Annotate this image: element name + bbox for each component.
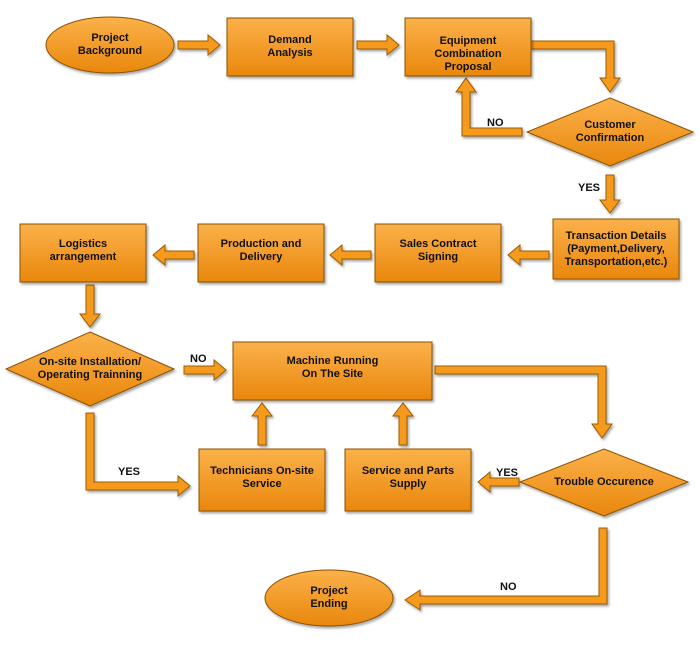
edge-label-no-installation: NO [190,353,207,365]
arrow-production-to-logistics [152,243,195,267]
label-onsite-installation: On-site Installation/ Operating Trainnin… [37,356,143,381]
arrow-equipment-to-confirmation [530,40,621,93]
node-technicians [198,448,326,512]
arrow-service-to-machine [391,402,415,446]
node-customer-confirmation [525,97,695,167]
label-transaction-details: Transaction Details (Payment,Delivery, T… [564,229,668,268]
label-equipment-combination: Equipment Combination Proposal [434,35,502,73]
arrow-sales-to-production [329,243,372,267]
arrow-confirmation-no-to-equipment [455,77,523,137]
label-demand-analysis: Demand Analysis [267,34,313,59]
node-onsite-installation [4,331,176,407]
edge-label-no-confirmation: NO [487,117,504,129]
edge-label-yes-confirmation: YES [578,182,601,194]
arrow-confirmation-yes-to-transaction [598,174,622,214]
edge-label-yes-installation: YES [118,466,141,478]
arrow-background-to-demand [177,33,221,57]
node-machine-running [232,341,433,401]
label-customer-confirmation: Customer Confirmation [575,119,645,144]
label-project-ending: Project Ending [310,585,348,610]
label-logistics: Logistics arrangement [49,238,117,263]
label-production-delivery: Production and Delivery [220,238,302,263]
label-technicians: Technicians On-site Service [210,465,314,490]
node-service-parts [344,448,472,512]
node-demand-analysis [226,17,354,77]
node-project-background [45,16,175,74]
node-production-delivery [197,223,325,283]
arrow-trouble-yes-to-service [477,470,520,494]
label-machine-running: Machine Running On The Site [286,355,379,380]
arrow-installation-no-to-machine [183,358,227,382]
node-equipment-combination [404,17,532,77]
arrow-demand-to-equipment [356,33,400,57]
label-trouble-occurence: Trouble Occurence [554,475,654,488]
label-sales-contract: Sales Contract Signing [399,238,477,263]
arrow-installation-yes-to-technicians [85,412,191,498]
node-transaction-details [552,218,680,280]
node-project-ending [264,569,394,627]
arrow-technicians-to-machine [250,402,274,446]
node-sales-contract [374,223,502,283]
label-service-parts: Service and Parts Supply [361,465,455,490]
arrow-machine-to-trouble [434,365,613,439]
arrow-transaction-to-sales [507,243,550,267]
edge-label-yes-trouble: YES [496,467,519,479]
arrow-logistics-to-installation [78,284,102,328]
node-trouble-occurence [518,448,690,517]
edge-label-no-trouble: NO [500,581,517,593]
label-project-background: Project Background [77,32,143,57]
node-logistics [19,223,147,283]
arrow-trouble-no-to-ending [404,527,608,611]
